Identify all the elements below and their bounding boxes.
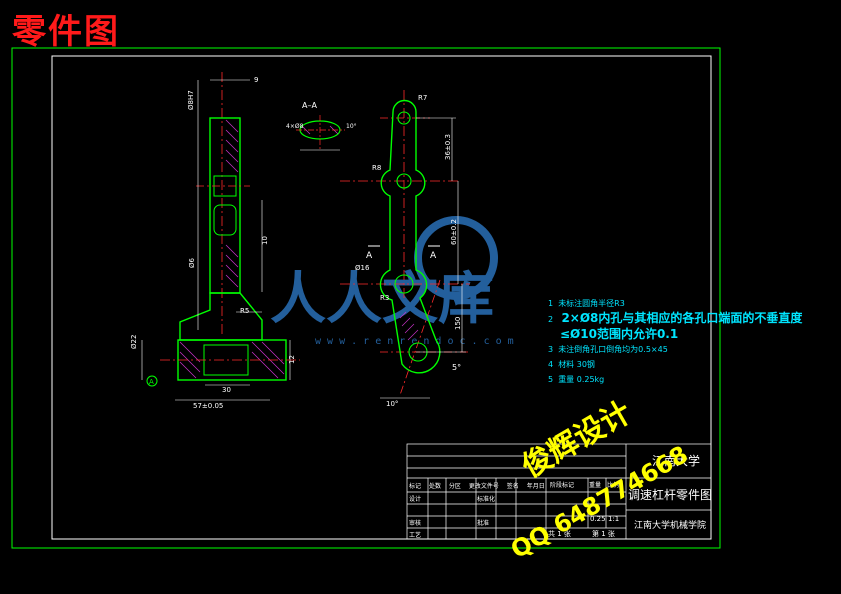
datum-a-symbol bbox=[146, 375, 158, 387]
hole-top bbox=[397, 111, 411, 125]
page-title: 零件图 bbox=[12, 12, 120, 52]
note-row-3: 3 未注倒角孔口倒角均为0.5×45 bbox=[548, 342, 802, 357]
tb-institute: 江南大学机械学院 bbox=[634, 521, 707, 531]
hatch-hub bbox=[179, 341, 285, 379]
dim-hub-length: 30 bbox=[222, 386, 231, 394]
note-text: 2×Ø8内孔与其相应的各孔口端面的不垂直度 bbox=[561, 311, 803, 325]
lower-arm bbox=[179, 292, 263, 341]
tb-row-2: 设计 标准化 bbox=[409, 494, 495, 503]
datum-a-letter: A bbox=[149, 378, 154, 386]
section-aa-view: A–A 4×Ø8 10° bbox=[286, 101, 357, 151]
tb-cell: 标记 bbox=[409, 483, 422, 490]
tb-part-name: 调速杠杆零件图 bbox=[628, 488, 713, 502]
front-dimensions bbox=[380, 117, 466, 399]
dim-hub-dia: Ø22 bbox=[130, 335, 138, 349]
hole-upper-mid bbox=[396, 173, 412, 189]
tb-cell: 批准 bbox=[476, 520, 489, 527]
note-text: 重量 0.25kg bbox=[558, 375, 605, 384]
dim-mid-radius: R8 bbox=[372, 164, 381, 172]
dim-side-b: Ø6 bbox=[188, 257, 196, 268]
note-row-4: 4 材料 30钢 bbox=[548, 357, 802, 372]
dim-fillet-side: R5 bbox=[240, 307, 249, 315]
technical-notes: 1 未标注圆角半径R3 2 2×Ø8内孔与其相应的各孔口端面的不垂直度 ≤Ø10… bbox=[548, 296, 802, 387]
tb-row-4: 工艺 bbox=[409, 530, 421, 539]
tb-ratio-label: 比例 bbox=[607, 482, 620, 489]
tb-weight-label: 重量 bbox=[589, 482, 602, 489]
tb-row-1: 标记 处数 分区 更改文件号 签名 年月日 bbox=[409, 481, 545, 490]
tb-sheets-total: 共 1 张 bbox=[548, 530, 571, 538]
dim-base-width: 57±0.05 bbox=[193, 402, 223, 410]
tb-cell: 更改文件号 bbox=[468, 483, 499, 490]
note-num: 1 bbox=[548, 299, 554, 308]
dim-lower-dia: Ø16 bbox=[355, 264, 370, 272]
tb-cell: 年月日 bbox=[526, 483, 545, 490]
dim-top-radius: R7 bbox=[418, 94, 427, 102]
note-text: 材料 30钢 bbox=[558, 360, 595, 369]
dim-section-hole: 4×Ø8 bbox=[286, 123, 304, 130]
tb-row-3: 审核 批准 bbox=[409, 518, 489, 527]
tb-stage-label: 阶段标记 bbox=[550, 482, 575, 489]
note-num: 5 bbox=[548, 375, 554, 384]
title-block bbox=[406, 443, 712, 540]
tb-sheet-no: 第 1 张 bbox=[592, 530, 615, 538]
dim-center-36: 36±0.3 bbox=[444, 134, 452, 160]
dim-top-tolerance: 9 bbox=[254, 76, 258, 84]
hatch-arm bbox=[399, 311, 419, 341]
note-row-5: 5 重量 0.25kg bbox=[548, 372, 802, 387]
section-aa-label: A–A bbox=[302, 101, 317, 110]
note-text: ≤Ø10范围内允许0.1 bbox=[560, 327, 679, 341]
note-num: 2 bbox=[548, 315, 554, 324]
cut-mark-a-left: A bbox=[366, 251, 373, 261]
side-dimensions bbox=[141, 79, 291, 401]
dim-center-60: 60±0.2 bbox=[450, 219, 458, 245]
tb-ratio: 1:1 bbox=[608, 515, 620, 523]
cut-mark-a-right: A bbox=[430, 251, 437, 261]
note-row-2: 2 2×Ø8内孔与其相应的各孔口端面的不垂直度 bbox=[548, 311, 802, 327]
note-row-2b: ≤Ø10范围内允许0.1 bbox=[548, 327, 802, 342]
watermark-ring bbox=[414, 216, 498, 300]
dim-angle-5: 5° bbox=[452, 363, 461, 372]
dim-side-height: 10 bbox=[261, 236, 269, 245]
tb-cell: 工艺 bbox=[409, 532, 422, 539]
outer-frame bbox=[11, 47, 721, 549]
note-row-1: 1 未标注圆角半径R3 bbox=[548, 296, 802, 311]
slot-middle bbox=[213, 204, 237, 236]
tb-cell: 设计 bbox=[409, 496, 422, 503]
note-text: 未注倒角孔口倒角均为0.5×45 bbox=[558, 345, 668, 354]
watermark-url: w w w . r e n r e n d o c . c o m bbox=[315, 336, 514, 347]
note-text: 未标注圆角半径R3 bbox=[558, 299, 625, 308]
hatch-upper bbox=[225, 119, 239, 288]
dim-hub-height: 12 bbox=[288, 355, 296, 364]
note-num: 3 bbox=[548, 345, 554, 354]
tb-cell: 审核 bbox=[409, 520, 422, 527]
dim-angle-10: 10° bbox=[386, 400, 398, 408]
front-view bbox=[340, 90, 470, 399]
dim-bore-side: Ø8H7 bbox=[187, 90, 195, 110]
tb-school: 江南大学 bbox=[652, 454, 701, 468]
tb-cell: 分区 bbox=[448, 483, 461, 490]
dim-center-150: 150 bbox=[454, 317, 462, 330]
hole-lower-mid bbox=[394, 274, 414, 294]
lever-outline bbox=[379, 99, 441, 374]
tb-cell: 签名 bbox=[506, 483, 519, 490]
dim-front-fillet: R3 bbox=[380, 294, 389, 302]
inner-frame bbox=[51, 55, 712, 540]
tb-cell: 标准化 bbox=[476, 496, 495, 503]
side-view: A bbox=[141, 72, 300, 401]
note-num: 4 bbox=[548, 360, 554, 369]
tb-scale: 0.25 bbox=[590, 515, 606, 523]
dim-section-angle: 10° bbox=[346, 123, 357, 130]
tb-cell: 处数 bbox=[428, 483, 441, 490]
watermark: 人人文库 w w w . r e n r e n d o c . c o m bbox=[270, 216, 514, 347]
